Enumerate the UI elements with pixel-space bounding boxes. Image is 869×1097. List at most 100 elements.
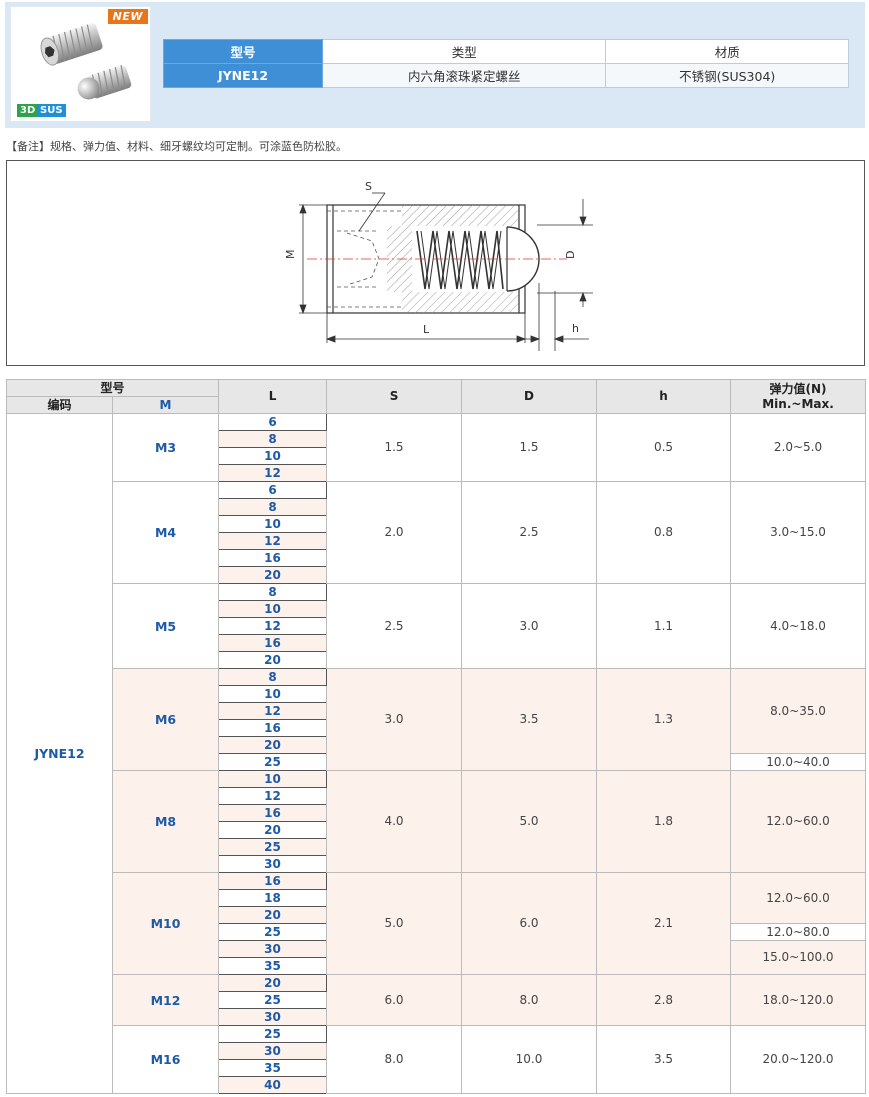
h-cell: 0.8 <box>596 481 732 584</box>
length-cell: 35 <box>218 957 328 975</box>
length-cell: 16 <box>218 804 328 822</box>
s-cell: 5.0 <box>326 872 463 975</box>
h-cell: 1.8 <box>596 770 732 873</box>
length-cell: 20 <box>218 974 328 992</box>
s-cell: 2.5 <box>326 583 463 669</box>
table-row: 40 <box>7 1076 866 1094</box>
length-cell: 30 <box>218 940 328 958</box>
h-cell: 1.3 <box>596 668 732 771</box>
length-cell: 18 <box>218 889 328 907</box>
length-cell: 25 <box>218 991 328 1009</box>
force-cell: 12.0~80.0 <box>730 923 867 941</box>
screw-photo-illustration <box>40 23 132 100</box>
m-size-cell: M16 <box>111 1025 220 1094</box>
d-cell: 8.0 <box>461 974 598 1026</box>
s-cell: 2.0 <box>326 481 463 584</box>
force-cell: 3.0~15.0 <box>730 481 867 584</box>
m-size-cell: M4 <box>111 481 220 584</box>
table-row: 12 <box>7 464 866 482</box>
length-cell: 8 <box>218 430 328 448</box>
length-cell: 16 <box>218 634 328 652</box>
length-cell: 25 <box>218 838 328 856</box>
d-cell: 1.5 <box>461 413 598 482</box>
table-row: 10 <box>7 447 866 465</box>
table-row: 16 <box>7 549 866 567</box>
h-cell: 0.5 <box>596 413 732 482</box>
length-cell: 10 <box>218 600 328 618</box>
length-cell: 16 <box>218 719 328 737</box>
force-cell: 15.0~100.0 <box>730 940 867 975</box>
label-s: S <box>365 180 372 193</box>
length-cell: 16 <box>218 549 328 567</box>
table-row: 20 <box>7 566 866 584</box>
model-label: 型号 <box>163 39 323 64</box>
h-cell: 3.5 <box>596 1025 732 1094</box>
table-row: 30 <box>7 1008 866 1026</box>
header-force-title: 弹力值(N) <box>769 381 827 396</box>
d-cell: 3.5 <box>461 668 598 771</box>
s-cell: 4.0 <box>326 770 463 873</box>
length-cell: 10 <box>218 685 328 703</box>
product-photo: NEW 3D SUS <box>10 6 151 122</box>
length-cell: 12 <box>218 617 328 635</box>
label-h: h <box>572 322 579 335</box>
force-cell: 8.0~35.0 <box>730 668 867 754</box>
m-size-cell: M10 <box>111 872 220 975</box>
h-cell: 2.8 <box>596 974 732 1026</box>
length-cell: 16 <box>218 872 328 890</box>
length-cell: 25 <box>218 923 328 941</box>
technical-drawing: S M D L h <box>6 160 865 366</box>
table-row: 12 <box>7 787 866 805</box>
s-cell: 3.0 <box>326 668 463 771</box>
table-row: 35 <box>7 957 866 975</box>
m-size-cell: M8 <box>111 770 220 873</box>
h-cell: 2.1 <box>596 872 732 975</box>
table-row: 12 <box>7 532 866 550</box>
table-row: 20 <box>7 821 866 839</box>
length-cell: 8 <box>218 498 328 516</box>
table-row: 10 <box>7 600 866 618</box>
header-m: M <box>111 396 220 414</box>
m-size-cell: M12 <box>111 974 220 1026</box>
length-cell: 12 <box>218 464 328 482</box>
remark-note: 【备注】规格、弹力值、材料、细牙螺纹均可定制。可涂蓝色防松胶。 <box>6 140 347 153</box>
length-cell: 20 <box>218 736 328 754</box>
header-model: 型号 <box>5 379 220 397</box>
header-h: h <box>596 379 732 414</box>
d-cell: 10.0 <box>461 1025 598 1094</box>
tag-sus: SUS <box>37 104 66 117</box>
length-cell: 10 <box>218 770 328 788</box>
table-row: 12 <box>7 617 866 635</box>
type-label: 类型 <box>321 39 607 64</box>
material-label: 材质 <box>605 39 849 64</box>
header-d: D <box>461 379 598 414</box>
table-row: 30 <box>7 855 866 873</box>
length-cell: 40 <box>218 1076 328 1094</box>
force-cell: 12.0~60.0 <box>730 770 867 873</box>
force-cell: 2.0~5.0 <box>730 413 867 482</box>
length-cell: 12 <box>218 787 328 805</box>
length-cell: 6 <box>218 481 328 499</box>
length-cell: 8 <box>218 583 328 601</box>
tag-3d: 3D <box>17 104 39 117</box>
label-d: D <box>564 251 577 259</box>
table-row: 35 <box>7 1059 866 1077</box>
force-cell: 18.0~120.0 <box>730 974 867 1026</box>
length-cell: 20 <box>218 651 328 669</box>
header-l: L <box>218 379 328 414</box>
length-cell: 25 <box>218 1025 328 1043</box>
length-cell: 10 <box>218 515 328 533</box>
s-cell: 6.0 <box>326 974 463 1026</box>
table-row: 8 <box>7 430 866 448</box>
length-cell: 35 <box>218 1059 328 1077</box>
table-row: 16 <box>7 634 866 652</box>
label-l: L <box>423 323 430 336</box>
s-cell: 8.0 <box>326 1025 463 1094</box>
